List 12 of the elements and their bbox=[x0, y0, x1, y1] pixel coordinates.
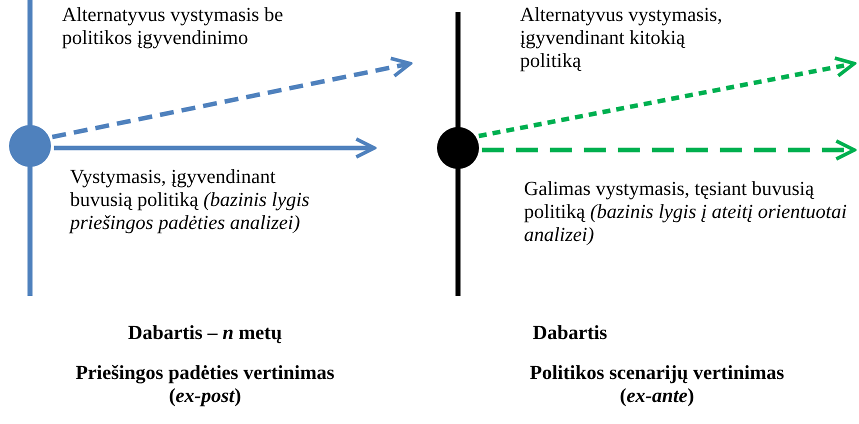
section-title: Priešingos padėties vertinimas (ex-post) bbox=[74, 362, 336, 408]
arrow bbox=[482, 139, 856, 161]
edge-label: Alternatyvus vystymasis, įgyvendinant kitokią politiką bbox=[520, 4, 724, 73]
arrow bbox=[54, 137, 376, 159]
time-label: Dabartis – n metų bbox=[127, 322, 283, 345]
edge-label: Vystymasis, įgyvendinant buvusią politiką (bazinis lygis priešingos padėties analizei) bbox=[70, 166, 310, 235]
edge-label: Alternatyvus vystymasis be politikos įgyvendinimo bbox=[62, 4, 284, 50]
edge-label: Galimas vystymasis, tęsiant buvusią politiką (bazinis lygis į ateitį orientuotai analizei) bbox=[524, 178, 848, 247]
arrow bbox=[52, 56, 412, 140]
section-title: Politikos scenarijų vertinimas (ex-ante) bbox=[528, 362, 786, 408]
time-label: Dabartis bbox=[532, 322, 608, 345]
arrow bbox=[478, 56, 856, 138]
